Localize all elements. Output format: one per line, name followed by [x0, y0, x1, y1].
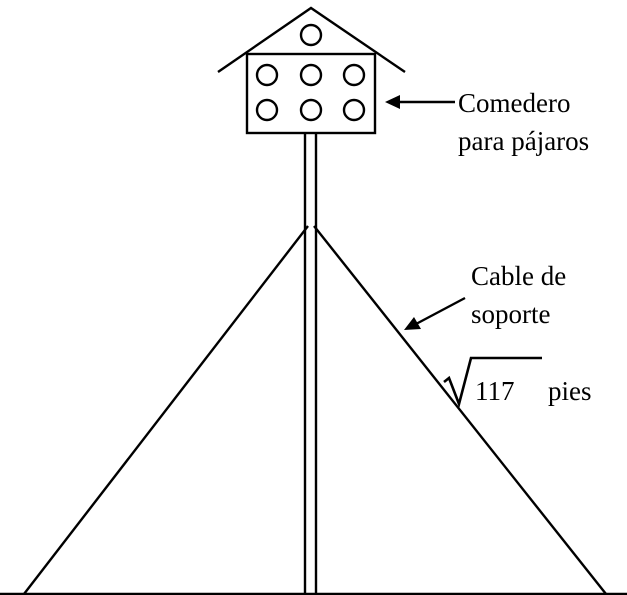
cable-arrow [404, 296, 466, 330]
support-cable-left [23, 225, 309, 595]
sqrt-symbol [443, 356, 542, 409]
feeder-gable-hole [299, 23, 323, 47]
cable-label-line2: soporte [471, 299, 551, 329]
support-cables [23, 225, 607, 595]
feeder-roof [217, 6, 406, 73]
cable-label-line1: Cable de [471, 261, 566, 291]
feeder-body [245, 52, 377, 135]
birdfeeder-house [217, 6, 406, 135]
feeder-arrow [385, 95, 455, 109]
feeder-label-line1: Comedero [458, 88, 570, 118]
support-cable-right [313, 225, 607, 595]
feeder-label-line2: para pájaros [458, 126, 589, 156]
cable-length-unit: pies [548, 376, 592, 406]
cable-length: 117 pies [443, 356, 592, 409]
feeder-holes [255, 63, 366, 122]
pole [303, 133, 318, 594]
cable-length-radicand: 117 [475, 376, 515, 406]
